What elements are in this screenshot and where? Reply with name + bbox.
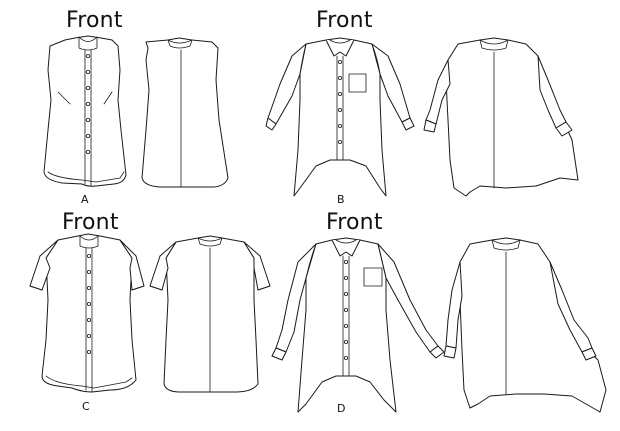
- view-c-front-buttons: [87, 253, 92, 354]
- view-b-front-drawing: [265, 37, 415, 197]
- view-d-front-drawing: [271, 237, 445, 413]
- view-letter-d: D: [337, 402, 346, 415]
- heading-front-b: Front: [316, 8, 373, 33]
- view-a-front-drawing: [43, 35, 127, 187]
- view-a-back-drawing: [141, 37, 229, 188]
- view-b-back-drawing: [423, 37, 579, 197]
- view-d-front-buttons: [343, 259, 348, 360]
- view-b-front-buttons: [337, 60, 342, 144]
- view-letter-b: B: [337, 193, 345, 206]
- view-letter-a: A: [81, 193, 89, 206]
- heading-front-d: Front: [326, 210, 383, 235]
- view-c-front-drawing: [29, 233, 145, 393]
- heading-front-a: Front: [66, 8, 123, 33]
- view-letter-c: C: [82, 400, 90, 413]
- heading-front-c: Front: [62, 210, 119, 235]
- view-a-front-buttons: [86, 54, 91, 154]
- view-c-back-drawing: [149, 235, 271, 393]
- view-d-back-drawing: [443, 237, 607, 413]
